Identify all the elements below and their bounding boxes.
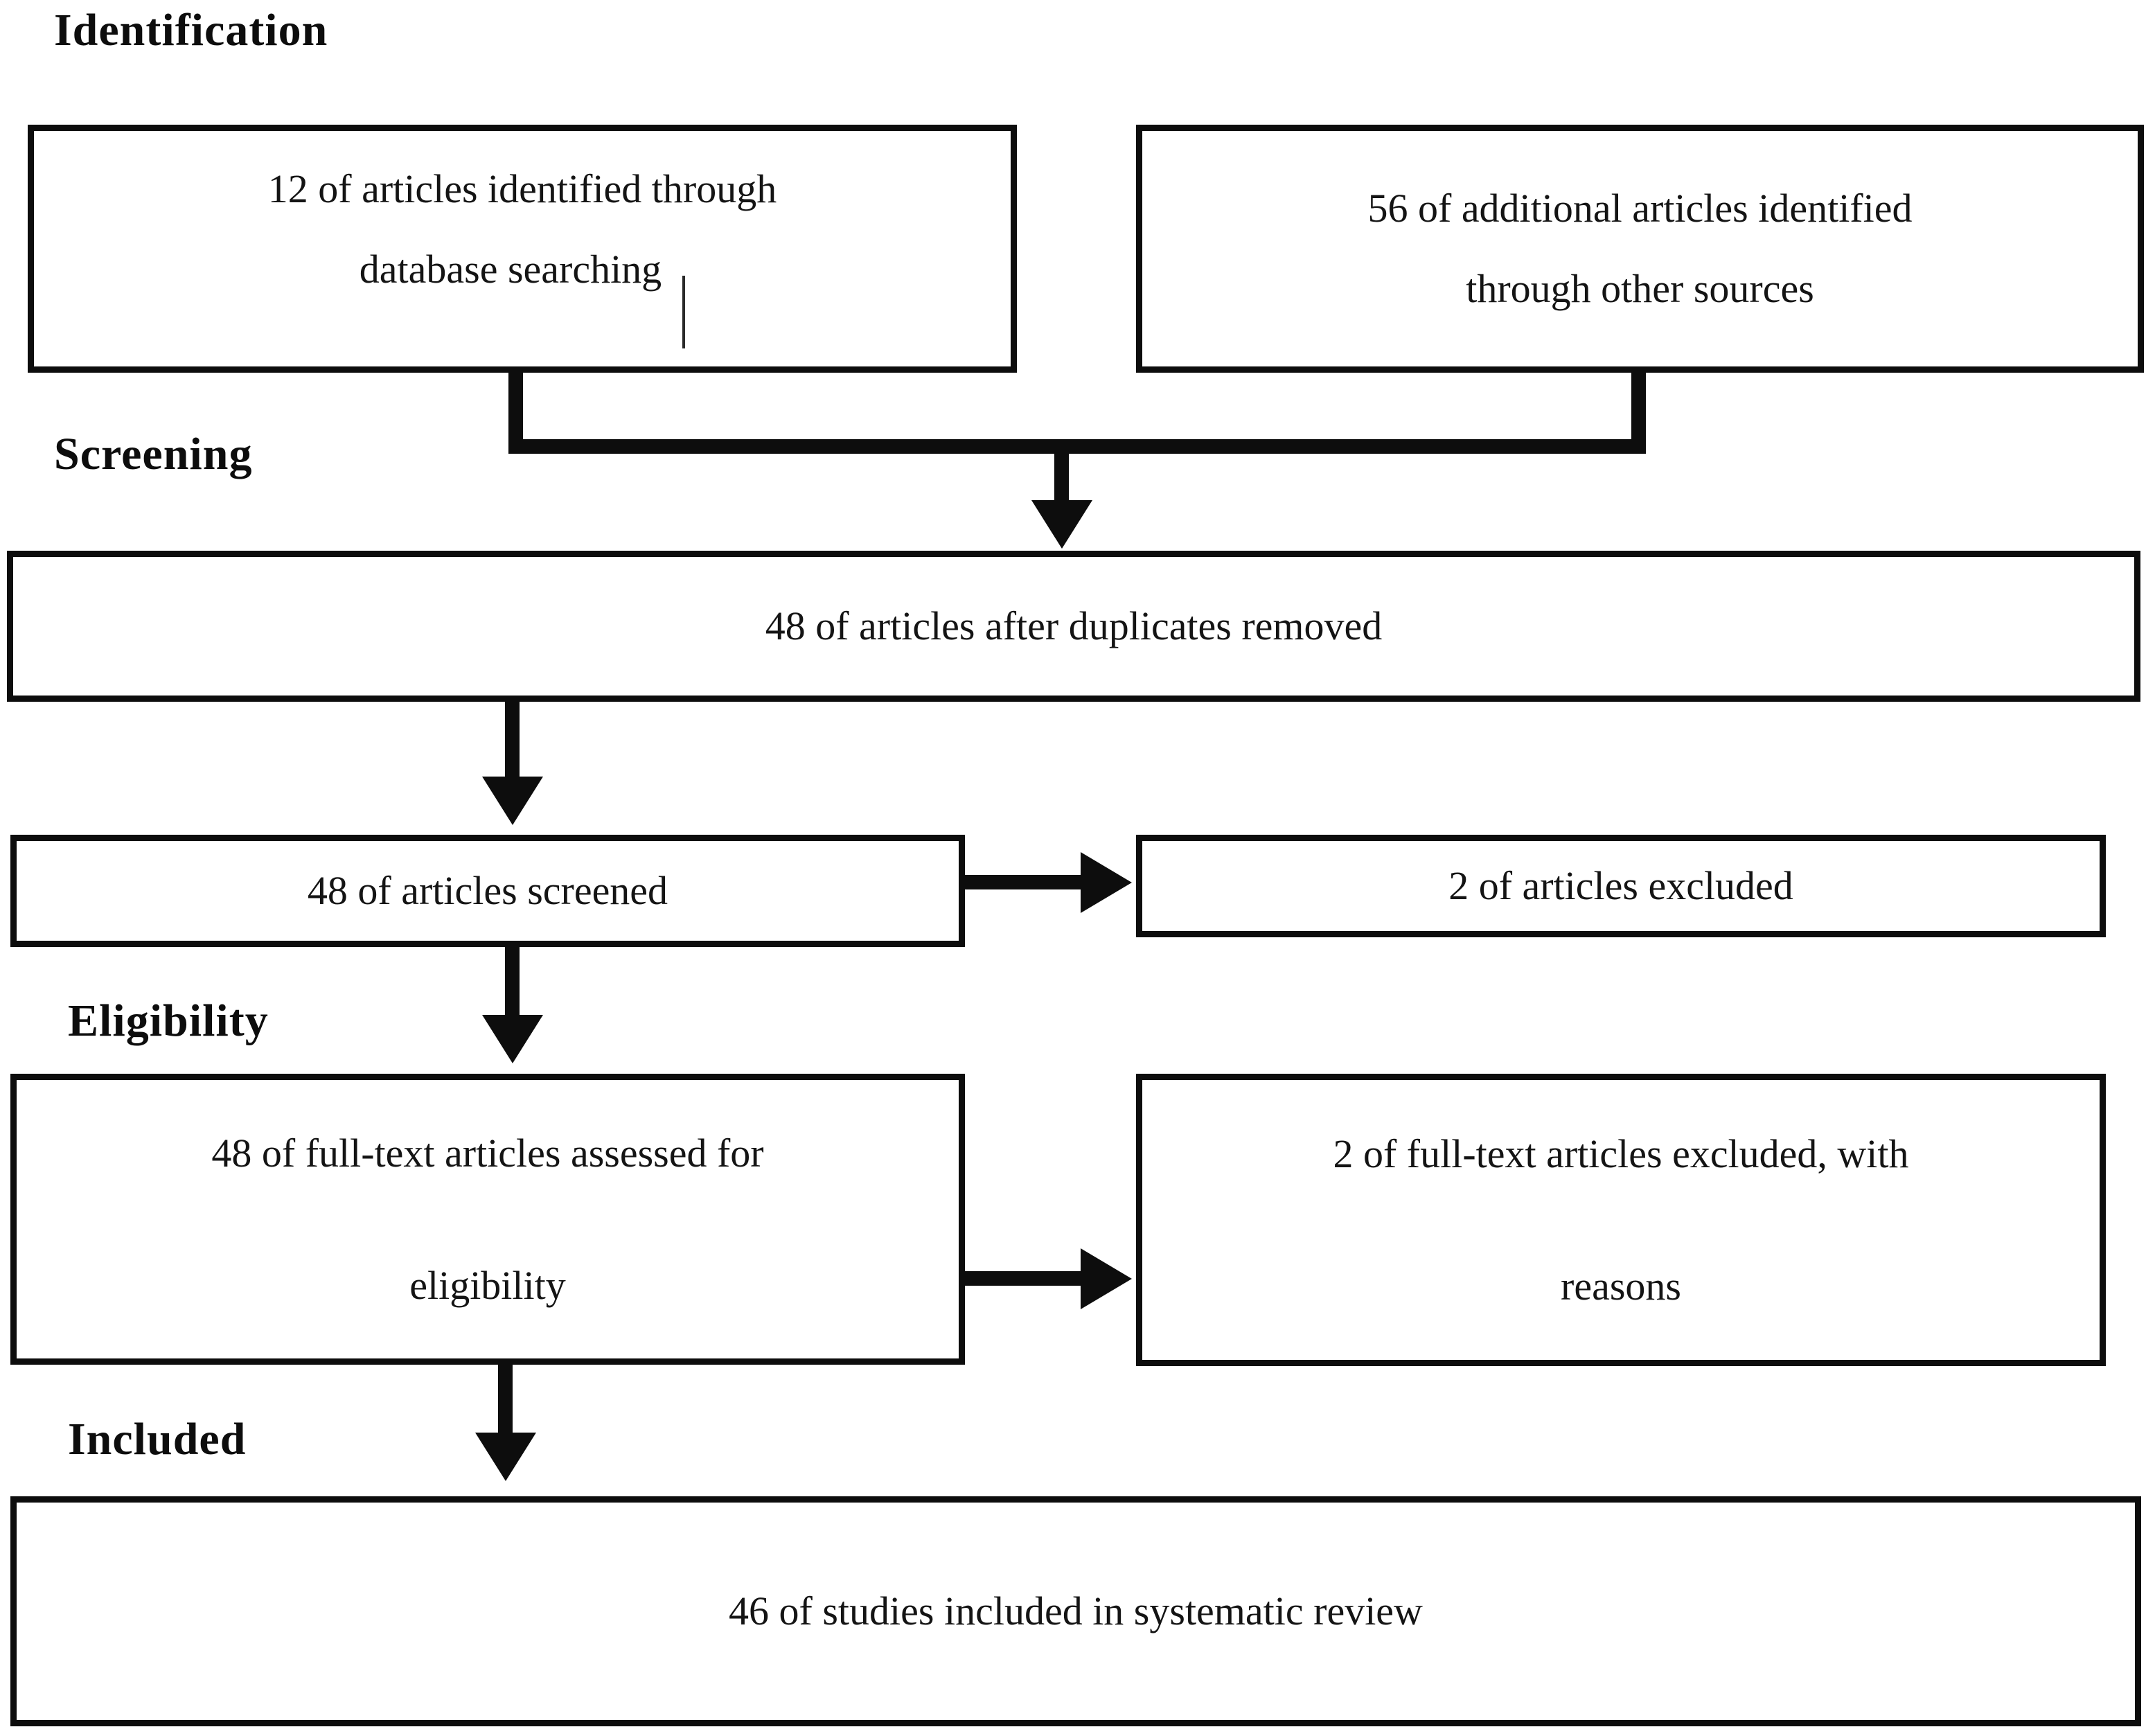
- box-fulltext-excluded-line2: reasons: [1561, 1264, 1681, 1309]
- stage-label-identification: Identification: [54, 5, 328, 55]
- box-fulltext-assessed-line1: 48 of full-text articles assessed for: [211, 1130, 764, 1176]
- stage-label-screening: Screening: [54, 429, 253, 479]
- box-identified-database-line1: 12 of articles identified through: [267, 166, 777, 211]
- box-articles-excluded: 2 of articles excluded: [1136, 835, 2106, 937]
- box-identified-other-sources-line1: 56 of additional articles identified: [1367, 186, 1913, 231]
- connector-assessed-to-excluded-stem: [964, 1271, 1083, 1286]
- connector-duplicates-to-screened-stem: [505, 700, 520, 778]
- connector-merge-bar: [508, 439, 1646, 454]
- duplicates-to-screened-arrowhead-icon: [482, 777, 543, 825]
- assessed-down-arrowhead-icon: [475, 1433, 536, 1481]
- box-fulltext-assessed: 48 of full-text articles assessed for el…: [10, 1074, 965, 1365]
- connector-merge-arrow-stem: [1054, 447, 1069, 502]
- box-included-review: 46 of studies included in systematic rev…: [10, 1496, 2141, 1726]
- box-included-review-line1: 46 of studies included in systematic rev…: [729, 1588, 1423, 1633]
- connector-screened-down-stem: [505, 946, 520, 1016]
- connector-other-sources-down: [1631, 370, 1646, 454]
- box-fulltext-assessed-line2: eligibility: [409, 1263, 566, 1308]
- connector-screened-to-excluded-stem: [964, 875, 1083, 889]
- box-identified-database: 12 of articles identified through databa…: [28, 125, 1017, 373]
- connector-assessed-down-stem: [498, 1363, 513, 1434]
- screened-down-arrowhead-icon: [482, 1015, 543, 1063]
- stage-label-eligibility: Eligibility: [68, 995, 269, 1046]
- box-identified-other-sources-line2: through other sources: [1466, 266, 1814, 311]
- merge-arrowhead-down-icon: [1031, 500, 1092, 549]
- assessed-to-excluded-arrowhead-icon: [1081, 1248, 1132, 1309]
- stage-label-included: Included: [68, 1414, 247, 1464]
- box-fulltext-excluded: 2 of full-text articles excluded, with r…: [1136, 1074, 2106, 1366]
- box-after-duplicates: 48 of articles after duplicates removed: [7, 551, 2140, 702]
- text-cursor-mark: [682, 276, 686, 348]
- screened-to-excluded-arrowhead-icon: [1081, 852, 1132, 913]
- box-after-duplicates-line1: 48 of articles after duplicates removed: [765, 603, 1383, 648]
- box-identified-database-line2: database searching: [360, 229, 686, 348]
- box-screened: 48 of articles screened: [10, 835, 965, 947]
- connector-database-down: [508, 370, 523, 454]
- box-fulltext-excluded-line1: 2 of full-text articles excluded, with: [1333, 1131, 1909, 1176]
- box-articles-excluded-line1: 2 of articles excluded: [1448, 863, 1793, 908]
- box-screened-line1: 48 of articles screened: [307, 868, 668, 913]
- box-identified-other-sources: 56 of additional articles identified thr…: [1136, 125, 2144, 373]
